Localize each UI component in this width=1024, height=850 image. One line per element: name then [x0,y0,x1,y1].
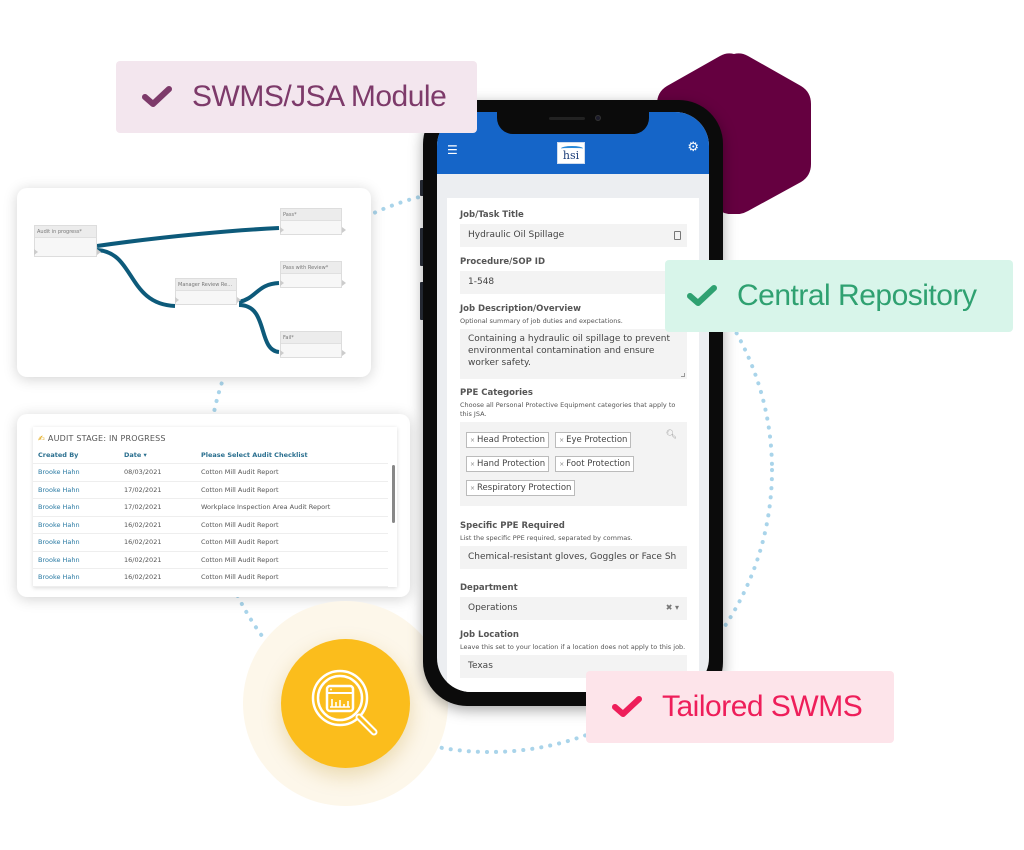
job-location-help: Leave this set to your location if a loc… [460,643,686,651]
workflow-connectors [96,226,280,354]
description-help: Optional summary of job duties and expec… [460,317,623,325]
specific-ppe-label: Specific PPE Required [460,521,565,531]
search-icon[interactable]: 🔍︎ [665,430,677,440]
workflow-node-audit-in-progress[interactable]: Audit in progress* [34,225,101,257]
contact-card-icon [674,231,681,240]
description-label: Job Description/Overview [460,304,581,314]
tag-hand-protection[interactable]: ×Hand Protection [466,456,550,472]
job-title-label: Job/Task Title [460,210,524,220]
ppe-categories-multiselect[interactable]: ×Head Protection ×Eye Protection ×Hand P… [460,422,687,506]
job-location-label: Job Location [460,630,519,640]
department-select[interactable]: Operations ✖ ▾ [460,597,687,620]
tag-eye-protection[interactable]: ×Eye Protection [555,432,632,448]
tag-foot-protection[interactable]: ×Foot Protection [555,456,635,472]
phone-volume-up [420,228,424,266]
check-icon [142,86,172,107]
pencil-icon: ✍ [38,434,45,443]
phone-mockup: ☰ hsi ⚙ Job/Task Title Hydraulic Oil Spi… [423,100,723,706]
phone-screen: ☰ hsi ⚙ Job/Task Title Hydraulic Oil Spi… [437,112,709,692]
sop-id-input[interactable]: 1-548 [460,271,687,294]
sop-id-label: Procedure/SOP ID [460,257,546,267]
remove-tag-icon[interactable]: × [470,461,476,468]
remove-tag-icon[interactable]: × [470,485,476,492]
check-icon [687,285,717,306]
tag-respiratory-protection[interactable]: ×Respiratory Protection [466,480,576,496]
remove-tag-icon[interactable]: × [559,461,565,468]
column-created-by[interactable]: Created By [33,447,119,464]
resize-handle[interactable] [681,373,685,377]
workflow-node-pass[interactable]: Pass* [280,208,346,235]
analytics-search-badge [281,639,410,768]
audit-table-panel: ✍ AUDIT STAGE: IN PROGRESS Created By Da… [33,427,397,587]
phone-volume-down [420,282,424,320]
feature-badge-swms-jsa: SWMS/JSA Module [116,61,477,133]
analytics-search-icon [311,669,377,735]
clear-and-chevron-down-icon[interactable]: ✖ ▾ [665,603,679,612]
specific-ppe-input[interactable]: Chemical-resistant gloves, Goggles or Fa… [460,546,687,569]
column-date[interactable]: Date ▾ [119,447,196,464]
feature-badge-central-repository: Central Repository [665,260,1013,332]
audit-stage-title: ✍ AUDIT STAGE: IN PROGRESS [38,434,166,443]
department-label: Department [460,583,518,593]
specific-ppe-help: List the specific PPE required, separate… [460,534,633,542]
phone-notch [497,112,649,134]
ppe-categories-help: Choose all Personal Protective Equipment… [460,401,676,418]
tag-head-protection[interactable]: ×Head Protection [466,432,549,448]
gear-icon[interactable]: ⚙ [687,140,699,155]
jsa-form: Job/Task Title Hydraulic Oil Spillage Pr… [447,198,699,692]
job-title-input[interactable]: Hydraulic Oil Spillage [460,224,687,247]
workflow-node-fail[interactable]: Fail* [280,331,346,358]
workflow-node-manager-review[interactable]: Manager Review Re... [175,278,241,305]
feature-badge-tailored-swms: Tailored SWMS [586,671,894,743]
workflow-diagram-card: Audit in progress* Pass* Manager Review … [17,188,371,377]
remove-tag-icon[interactable]: × [470,437,476,444]
phone-mute-switch [420,180,424,196]
table-scrollbar[interactable] [392,465,395,523]
description-textarea[interactable]: Containing a hydraulic oil spillage to p… [460,329,687,379]
ppe-categories-label: PPE Categories [460,388,533,398]
audit-stage-card: ✍ AUDIT STAGE: IN PROGRESS Created By Da… [17,414,410,597]
workflow-node-pass-with-review[interactable]: Pass with Review* [280,261,346,288]
hsi-logo: hsi [557,142,585,164]
hamburger-menu-icon[interactable]: ☰ [447,143,458,157]
audit-table: Created By Date ▾ Please Select Audit Ch… [33,447,388,587]
check-icon [612,696,642,717]
column-checklist[interactable]: Please Select Audit Checklist [196,447,388,464]
remove-tag-icon[interactable]: × [559,437,565,444]
